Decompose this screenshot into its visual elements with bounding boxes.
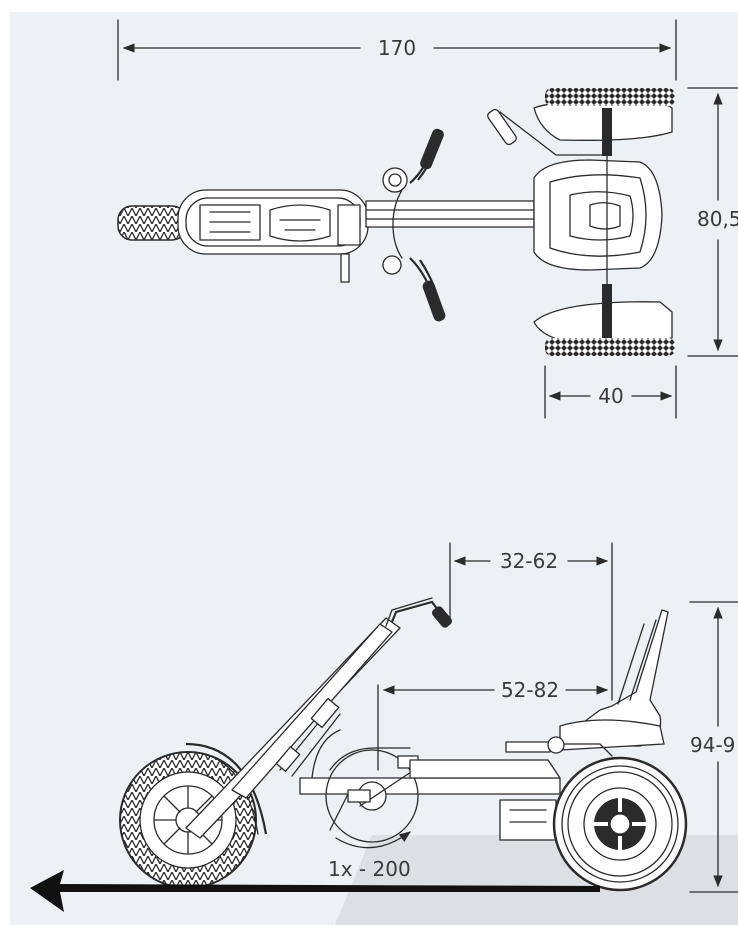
dim-handlebar-range: 32-62 bbox=[500, 549, 558, 573]
dim-pedal-range: 52-82 bbox=[501, 678, 559, 702]
rear-left-tyre-top bbox=[545, 88, 675, 106]
handlebar-grip-side bbox=[431, 606, 453, 628]
left-grip-top bbox=[420, 128, 444, 170]
direction-arrow bbox=[30, 870, 600, 912]
rear-right-axle bbox=[602, 284, 612, 338]
seat-top bbox=[533, 159, 663, 271]
gear-ratio-label: 1x - 200 bbox=[328, 857, 411, 881]
side-view bbox=[30, 597, 688, 912]
dim-seat-height: 94-9 bbox=[690, 733, 735, 757]
rear-right-tyre-top bbox=[545, 338, 675, 356]
rear-left-axle bbox=[602, 108, 612, 156]
dim-overall-length: 170 bbox=[378, 36, 416, 60]
dimension-annotations: 170 80,5 40 32-62 52-82 94-9 1x - 200 bbox=[117, 19, 738, 893]
dim-rear-track: 40 bbox=[598, 384, 623, 408]
front-tyre-top bbox=[117, 205, 187, 241]
top-view bbox=[117, 88, 675, 356]
right-grip-top bbox=[422, 280, 446, 322]
dim-width: 80,5 bbox=[697, 207, 738, 231]
